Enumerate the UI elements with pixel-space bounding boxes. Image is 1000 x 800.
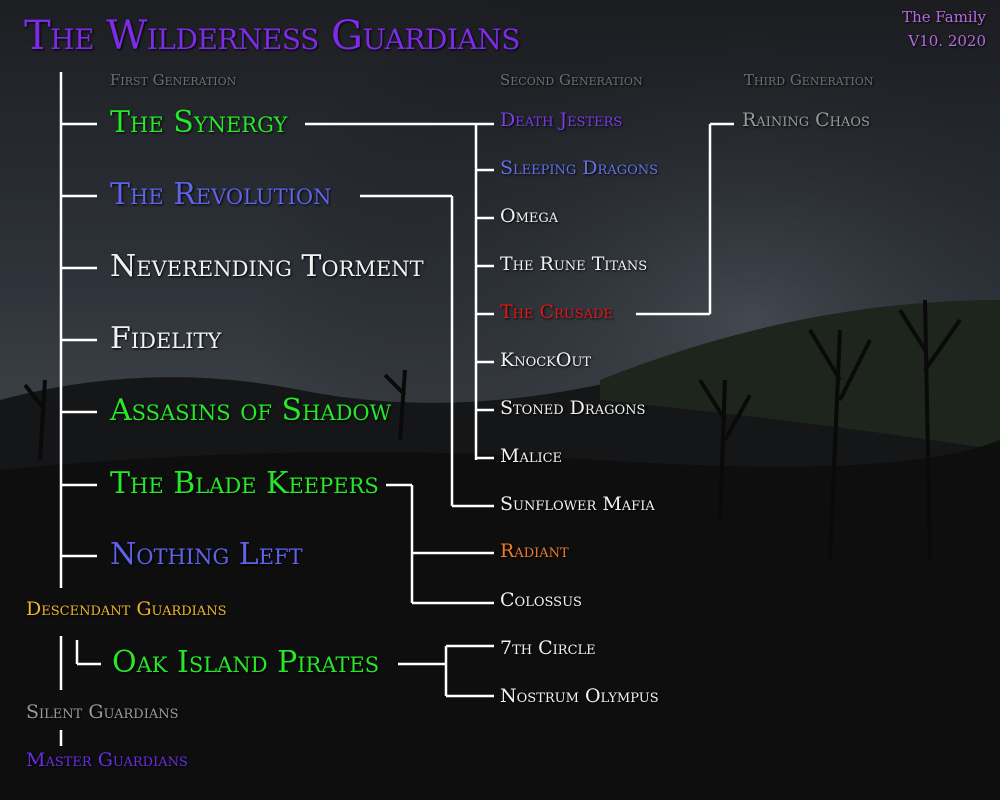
node-raining-chaos: Raining Chaos <box>742 109 870 131</box>
node-descendant-guardians: Descendant Guardians <box>26 598 227 620</box>
node-master-guardians: Master Guardians <box>26 749 188 771</box>
node-oak-island-pirates: Oak Island Pirates <box>112 645 380 680</box>
header-second-generation: Second Generation <box>500 71 643 89</box>
node-malice: Malice <box>500 445 563 467</box>
node-stoned-dragons: Stoned Dragons <box>500 397 646 419</box>
node-sleeping-dragons: Sleeping Dragons <box>500 157 659 179</box>
credit-version: V10. 2020 <box>908 32 986 50</box>
header-first-generation: First Generation <box>110 71 237 89</box>
node-the-synergy: The Synergy <box>110 105 288 140</box>
node-nothing-left: Nothing Left <box>110 537 303 572</box>
node-fidelity: Fidelity <box>110 321 222 356</box>
node-7th-circle: 7th Circle <box>500 637 596 659</box>
node-the-rune-titans: The Rune Titans <box>500 253 648 275</box>
node-radiant: Radiant <box>500 540 569 562</box>
node-death-jesters: Death Jesters <box>500 109 623 131</box>
node-nostrum-olympus: Nostrum Olympus <box>500 685 659 707</box>
node-sunflower-mafia: Sunflower Mafia <box>500 493 655 515</box>
node-silent-guardians: Silent Guardians <box>26 701 179 723</box>
node-neverending-torment: Neverending Torment <box>110 249 424 284</box>
header-third-generation: Third Generation <box>744 71 874 89</box>
node-omega: Omega <box>500 205 559 227</box>
node-the-crusade: The Crusade <box>500 301 614 323</box>
node-the-blade-keepers: The Blade Keepers <box>110 466 379 501</box>
node-the-revolution: The Revolution <box>110 177 332 212</box>
page-title: The Wilderness Guardians <box>24 13 520 59</box>
node-assasins-of-shadow: Assasins of Shadow <box>110 393 392 428</box>
credit-family: The Family <box>902 8 986 26</box>
node-colossus: Colossus <box>500 589 582 611</box>
node-knockout: KnockOut <box>500 349 592 371</box>
